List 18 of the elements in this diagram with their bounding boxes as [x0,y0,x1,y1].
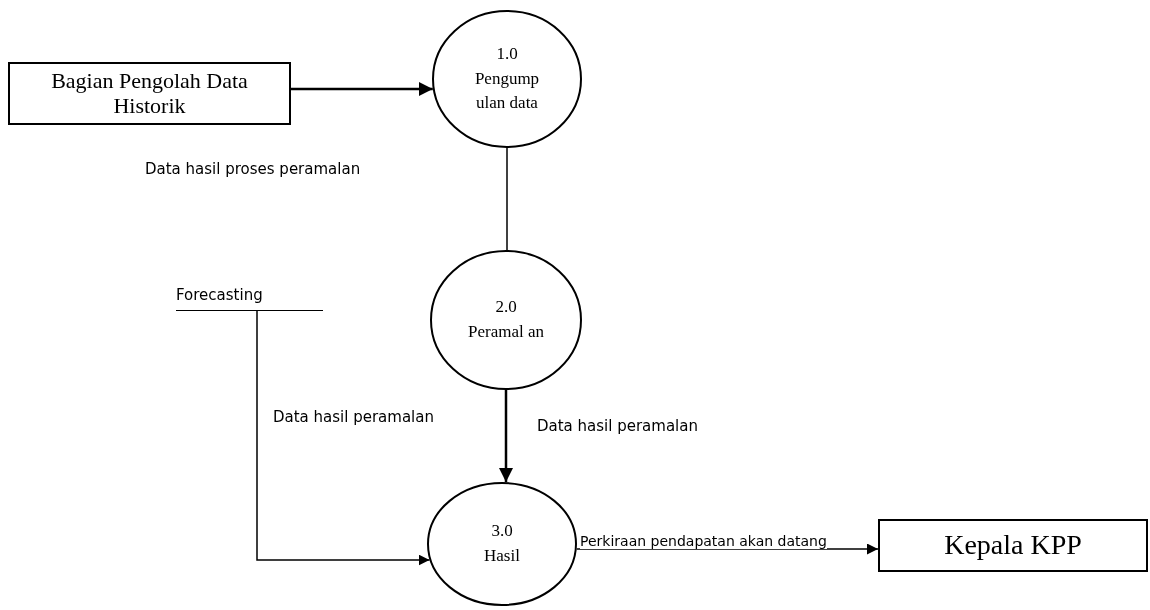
flow-arrow [256,310,431,566]
external-entity-box: Kepala KPP [878,519,1148,572]
edge-label: Data hasil peramalan [273,408,434,426]
process-number: 1.0 [496,43,518,66]
process-name: Pengump ulan data [473,67,541,115]
process-number: 3.0 [491,520,513,543]
flow-label: Data hasil proses peramalan [145,160,361,178]
flow-line [506,147,508,251]
external-entity-box: Bagian Pengolah Data Historik [8,62,291,125]
process-name: Hasil [484,545,520,567]
flow-arrow [499,390,513,483]
data-store: Forecasting [176,272,323,311]
edge-label: Data hasil peramalan [537,417,698,435]
flow-arrow [576,543,879,555]
process-name: Peramal an [468,321,544,343]
process-number: 2.0 [495,296,517,319]
edge-label: Perkiraan pendapatan akan datang [580,533,827,549]
flow-arrow [291,82,433,96]
